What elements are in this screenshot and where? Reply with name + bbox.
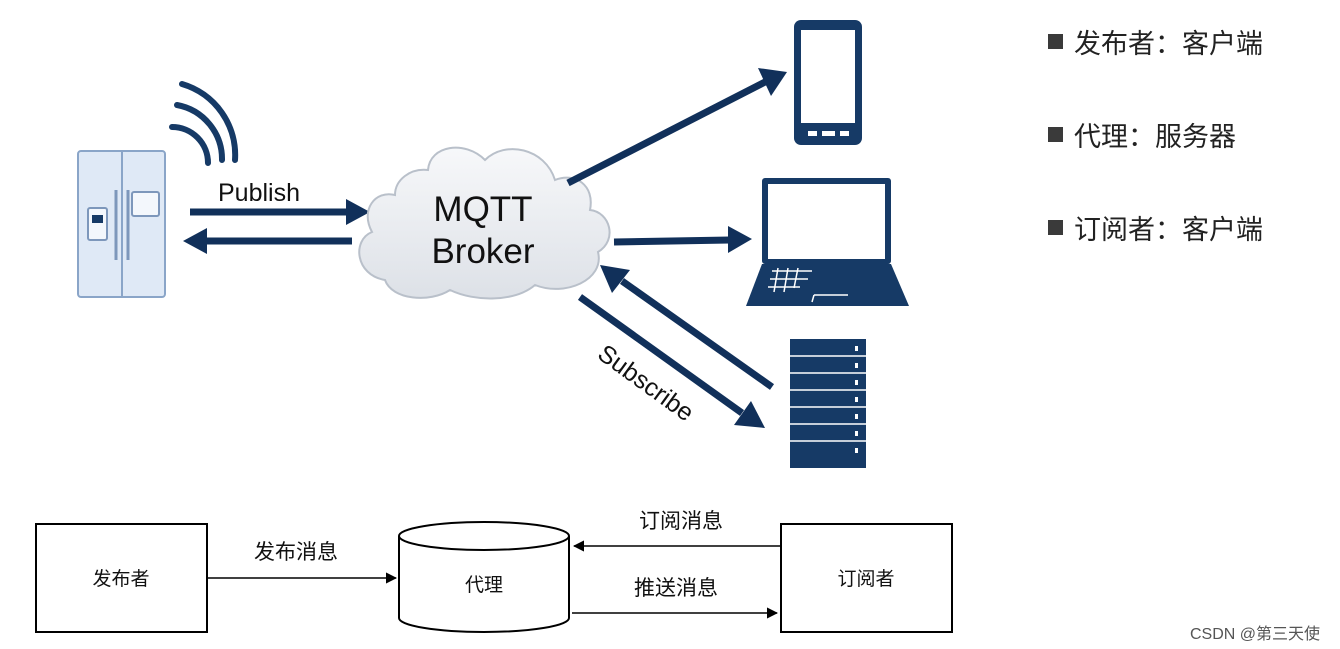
subscribe-label: Subscribe <box>592 339 698 427</box>
broker-cloud: MQTT Broker <box>358 146 611 300</box>
bullet-square-icon <box>1048 34 1063 49</box>
legend-text: 发布者：客户端 <box>1074 29 1263 59</box>
legend-item-publisher: 发布者：客户端 <box>1048 22 1263 61</box>
push-msg-label: 推送消息 <box>634 577 718 600</box>
broker-line-1: MQTT <box>433 190 532 229</box>
publish-label: Publish <box>218 179 300 207</box>
laptop-icon <box>746 178 909 306</box>
broker-cylinder: 代理 <box>398 521 570 633</box>
subscriber-box <box>780 523 953 633</box>
subscribe-arrows <box>577 265 775 428</box>
legend-item-subscriber: 订阅者：客户端 <box>1048 208 1263 247</box>
wifi-signal-icon <box>169 81 239 166</box>
server-rack-icon <box>790 339 866 468</box>
broker-cylinder-label: 代理 <box>465 574 503 596</box>
broker-to-laptop-arrow <box>613 226 752 253</box>
legend-text: 代理：服务器 <box>1074 122 1236 152</box>
bullet-square-icon <box>1048 220 1063 235</box>
publish-msg-label: 发布消息 <box>254 541 338 564</box>
watermark: CSDN @第三天使 <box>1190 626 1321 643</box>
publisher-box <box>35 523 208 633</box>
bottom-flow: 发布者 代理 订阅者 发布消息 订阅消息 推送消息 <box>35 510 953 633</box>
bullet-square-icon <box>1048 127 1063 142</box>
broker-to-phone-arrow <box>566 68 787 187</box>
smartphone-icon <box>794 20 862 145</box>
subscribe-msg-label: 订阅消息 <box>639 510 723 533</box>
publish-arrows <box>183 199 370 254</box>
refrigerator-icon <box>77 150 166 298</box>
legend-text: 订阅者：客户端 <box>1074 215 1263 245</box>
broker-line-2: Broker <box>431 232 534 271</box>
legend-item-broker: 代理：服务器 <box>1048 115 1236 154</box>
publisher-box-label: 发布者 <box>92 568 149 590</box>
subscriber-box-label: 订阅者 <box>837 568 894 590</box>
